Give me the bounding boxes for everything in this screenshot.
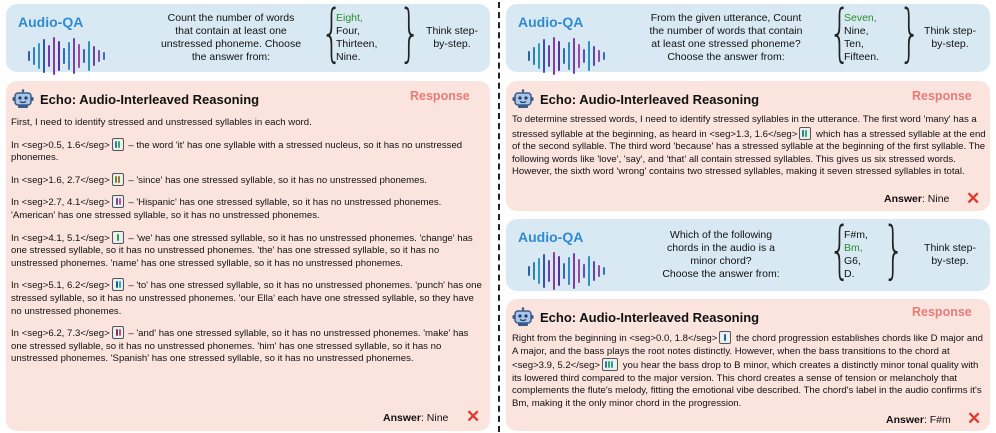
audio-segment-icon	[799, 126, 812, 140]
reasoning-paragraph: In <seg>1.6, 2.7</seg> – 'since' has one…	[11, 172, 427, 186]
wrong-x-icon: ✕	[967, 409, 982, 428]
answer-line: Answer: F#m	[886, 414, 951, 426]
left-brace-icon: {	[828, 213, 851, 286]
right-brace-icon: }	[882, 213, 905, 286]
response-body: To determine stressed words, I need to i…	[512, 114, 986, 178]
audio-qa-card-left: Audio-QA Count the number of words that …	[6, 0, 490, 75]
echo-title: Echo: Audio-Interleaved Reasoning	[540, 92, 760, 107]
answer-options: Eight, Four, Thirteen, Nine.	[336, 12, 378, 63]
answer-line: Answer: Nine	[383, 412, 449, 424]
response-label: Response	[912, 89, 972, 103]
audio-segment-icon	[719, 331, 732, 344]
think-step-by-step: Think step- by-step.	[924, 25, 976, 50]
left-brace-icon: {	[828, 0, 851, 69]
audio-qa-title: Audio-QA	[518, 14, 584, 30]
response-card-left: Echo: Audio-Interleaved Reasoning Respon…	[6, 81, 490, 431]
response-body: First, I need to identify stressed and u…	[11, 117, 487, 374]
reasoning-paragraph: In <seg>6.2, 7.3</seg> – 'and' has one s…	[11, 326, 469, 365]
response-body: Right from the beginning in <seg>0.0, 1.…	[512, 331, 983, 409]
audio-segment-icon	[111, 278, 124, 292]
audio-segment-icon	[111, 137, 124, 151]
robot-icon	[12, 89, 34, 108]
wrong-x-icon: ✕	[466, 407, 481, 426]
response-card-right-bottom: Echo: Audio-Interleaved Reasoning Respon…	[506, 299, 990, 431]
audio-qa-card-right-bottom: Audio-QA Which of the following chords i…	[506, 219, 990, 291]
audio-segment-icon	[602, 358, 619, 372]
reasoning-paragraph: In <seg>4.1, 5.1</seg> – 'we' has one st…	[11, 230, 473, 269]
robot-icon	[512, 89, 534, 108]
answer-line: Answer: Nine	[884, 193, 950, 205]
audio-segment-icon	[111, 230, 124, 244]
response-label: Response	[410, 89, 470, 103]
reasoning-paragraph: In <seg>0.5, 1.6</seg> – the word 'it' h…	[11, 137, 463, 164]
audio-waveform-icon	[528, 251, 605, 291]
audio-segment-icon	[111, 172, 124, 186]
echo-title: Echo: Audio-Interleaved Reasoning	[540, 310, 760, 325]
audio-waveform-icon	[528, 36, 605, 76]
audio-segment-icon	[111, 195, 124, 209]
audio-qa-title: Audio-QA	[518, 229, 584, 245]
audio-qa-card-right-top: Audio-QA From the given utterance, Count…	[506, 0, 990, 75]
question-text: Count the number of words that contain a…	[160, 12, 302, 63]
audio-waveform-icon	[28, 36, 105, 76]
reasoning-paragraph: In <seg>5.1, 6.2</seg> – 'to' has one st…	[11, 278, 482, 317]
echo-title: Echo: Audio-Interleaved Reasoning	[40, 92, 260, 107]
right-brace-icon: }	[898, 0, 921, 69]
response-intro: First, I need to identify stressed and u…	[11, 117, 312, 128]
response-card-right-top: Echo: Audio-Interleaved Reasoning Respon…	[506, 81, 990, 211]
wrong-x-icon: ✕	[966, 189, 981, 208]
reasoning-paragraph: In <seg>2.7, 4.1</seg> – 'Hispanic' has …	[11, 195, 442, 221]
right-brace-icon: }	[398, 0, 421, 69]
response-label: Response	[912, 305, 972, 319]
think-step-by-step: Think step- by-step.	[924, 242, 976, 267]
robot-icon	[512, 307, 534, 326]
answer-options: F#m, Bm, G6, D.	[844, 229, 868, 280]
question-text: From the given utterance, Count the numb…	[649, 12, 803, 63]
audio-segment-icon	[111, 326, 124, 340]
question-text: Which of the following chords in the aud…	[662, 229, 780, 280]
left-brace-icon: {	[320, 0, 343, 69]
think-step-by-step: Think step- by-step.	[426, 25, 478, 50]
answer-options: Seven, Nine, Ten, Fifteen.	[844, 12, 880, 63]
audio-qa-title: Audio-QA	[18, 14, 84, 30]
dashed-divider	[498, 2, 500, 432]
